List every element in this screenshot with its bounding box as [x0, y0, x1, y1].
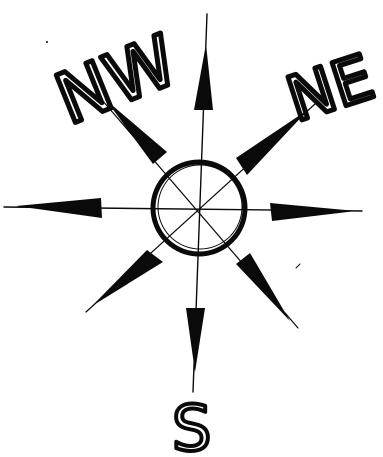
stray-mark [296, 264, 300, 268]
south-point [186, 308, 205, 372]
label-south: S [172, 392, 211, 457]
west-point [16, 198, 102, 218]
southwest-point [92, 250, 163, 306]
north-point [194, 44, 213, 110]
label-northwest: NW [45, 19, 188, 141]
direction-labels: NW NE S [45, 19, 382, 457]
east-point [270, 203, 356, 221]
stray-dot [46, 41, 48, 43]
southeast-point [236, 253, 290, 321]
